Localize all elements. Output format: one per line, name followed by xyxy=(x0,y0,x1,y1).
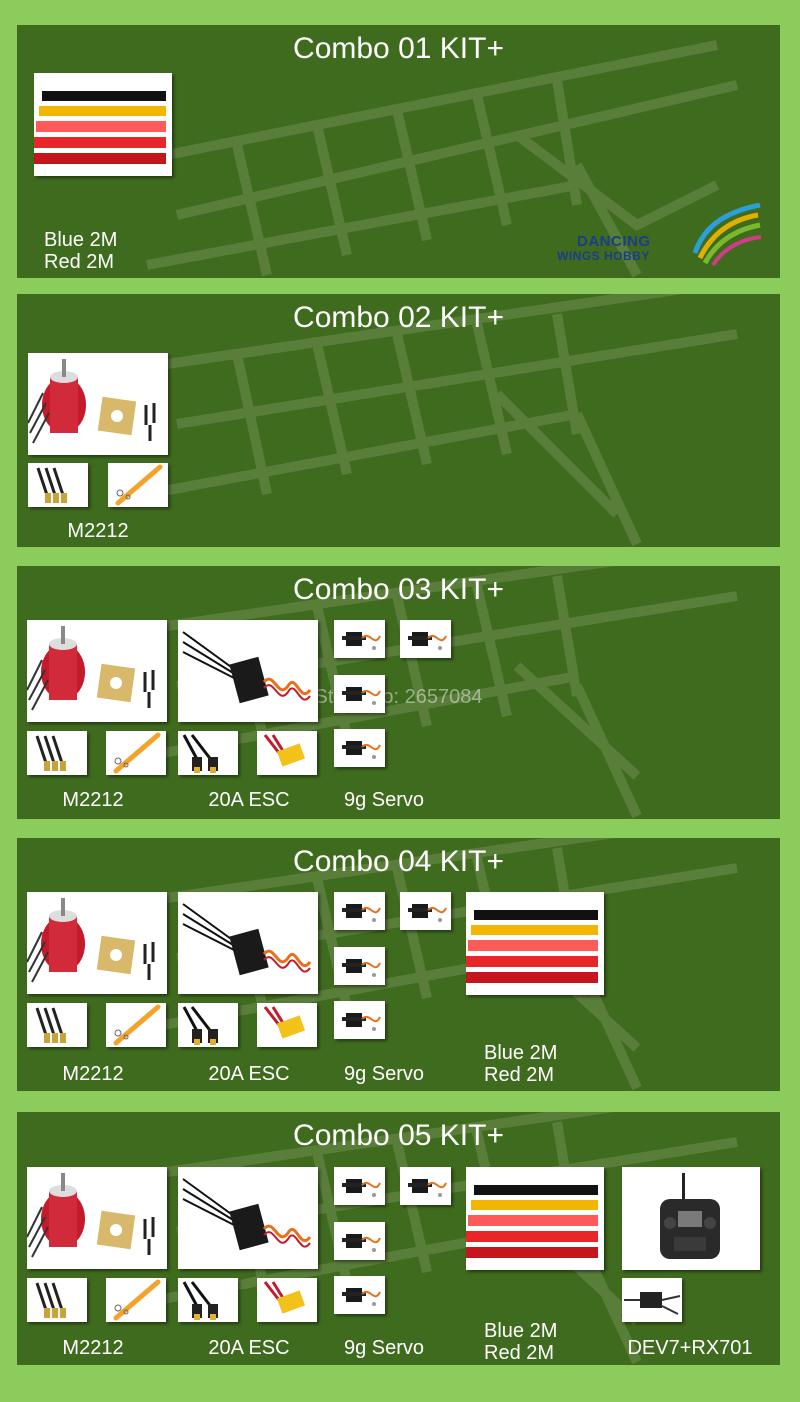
esc-caption: 20A ESC xyxy=(208,1063,290,1085)
combo-01-panel: Combo 01 KIT+ Blue 2M Red 2M DANCING WIN… xyxy=(17,25,780,278)
combo-05-panel: Combo 05 KIT+ xyxy=(17,1112,780,1365)
propeller-image xyxy=(106,731,166,775)
bullet-connectors-image xyxy=(27,1278,87,1322)
tape-rolls-image xyxy=(34,73,172,176)
xt60-connector-image xyxy=(257,1003,317,1047)
servo-caption: 9g Servo xyxy=(343,789,425,811)
motor-caption: M2212 xyxy=(62,1063,124,1085)
servo-image xyxy=(400,620,451,658)
esc-caption: 20A ESC xyxy=(208,1337,290,1359)
receiver-image xyxy=(622,1278,682,1322)
combo-title: Combo 03 KIT+ xyxy=(293,573,504,606)
servo-image xyxy=(334,1222,385,1260)
servo-caption: 9g Servo xyxy=(343,1063,425,1085)
esc-image xyxy=(178,892,318,994)
tape-caption: Blue 2M Red 2M xyxy=(44,229,118,273)
xt60-connector-image xyxy=(257,1278,317,1322)
radio-caption: DEV7+RX701 xyxy=(627,1337,753,1359)
combo-title: Combo 05 KIT+ xyxy=(293,1119,504,1152)
servo-image xyxy=(334,947,385,985)
motor-image xyxy=(27,892,167,994)
xt60-connector-image xyxy=(257,731,317,775)
motor-image xyxy=(28,353,168,455)
servo-image xyxy=(334,1001,385,1039)
servo-image xyxy=(334,1276,385,1314)
esc-image xyxy=(178,620,318,722)
airframe-background-image xyxy=(146,294,738,547)
combo-04-panel: Combo 04 KIT+ xyxy=(17,838,780,1091)
motor-caption: M2212 xyxy=(62,789,124,811)
esc-connectors-image xyxy=(178,1003,238,1047)
dancing-wings-hobby-logo: DANCING WINGS HOBBY xyxy=(555,202,765,273)
propeller-image xyxy=(106,1003,166,1047)
bullet-connectors-image xyxy=(28,463,88,507)
tape-caption: Blue 2M Red 2M xyxy=(484,1320,558,1364)
servo-caption: 9g Servo xyxy=(343,1337,425,1359)
servo-image xyxy=(334,729,385,767)
motor-image xyxy=(27,1167,167,1269)
servo-image xyxy=(334,675,385,713)
esc-image xyxy=(178,1167,318,1269)
motor-image xyxy=(27,620,167,722)
motor-caption: M2212 xyxy=(62,1337,124,1359)
tape-rolls-image xyxy=(466,892,604,995)
servo-image xyxy=(400,1167,451,1205)
tape-caption: Blue 2M Red 2M xyxy=(484,1042,558,1086)
servo-image xyxy=(334,892,385,930)
logo-line-2: WINGS HOBBY xyxy=(557,249,650,263)
bullet-connectors-image xyxy=(27,731,87,775)
tape-rolls-image xyxy=(466,1167,604,1270)
esc-connectors-image xyxy=(178,731,238,775)
servo-image xyxy=(400,892,451,930)
bullet-connectors-image xyxy=(27,1003,87,1047)
propeller-image xyxy=(108,463,168,507)
combo-02-panel: Combo 02 KIT+ M2212 xyxy=(17,294,780,547)
esc-caption: 20A ESC xyxy=(208,789,290,811)
airframe-background-image xyxy=(146,40,739,278)
combo-title: Combo 02 KIT+ xyxy=(293,301,504,334)
transmitter-image xyxy=(622,1167,760,1270)
combo-title: Combo 04 KIT+ xyxy=(293,845,504,878)
esc-connectors-image xyxy=(178,1278,238,1322)
servo-image xyxy=(334,1167,385,1205)
motor-caption: M2212 xyxy=(67,520,129,542)
propeller-image xyxy=(106,1278,166,1322)
combo-03-panel: Combo 03 KIT+ Store No: 2657084 xyxy=(17,566,780,819)
combo-title: Combo 01 KIT+ xyxy=(293,32,504,65)
logo-line-1: DANCING xyxy=(577,233,651,250)
servo-image xyxy=(334,620,385,658)
